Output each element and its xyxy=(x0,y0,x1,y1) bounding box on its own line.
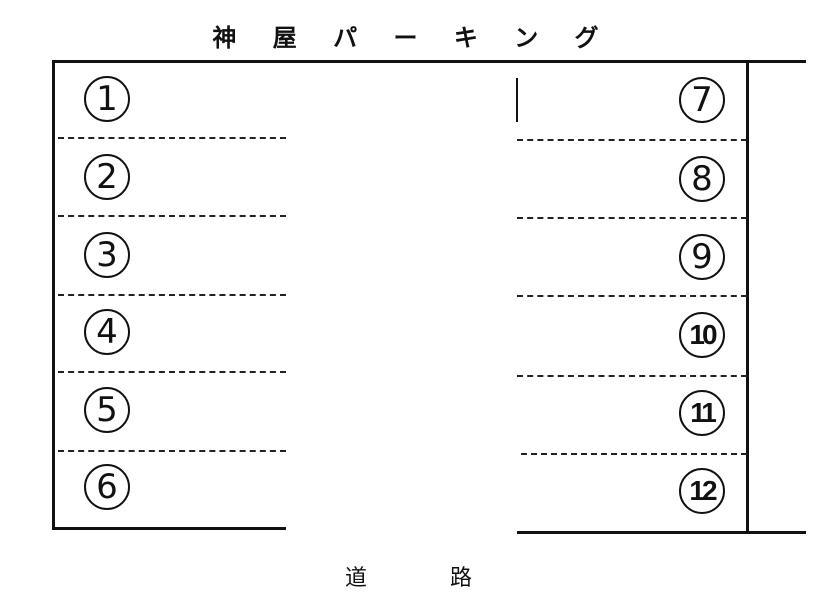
space-number: 4 xyxy=(96,312,118,352)
space-divider xyxy=(58,450,286,452)
parking-space-8[interactable]: 8 xyxy=(679,156,725,202)
parking-space-2[interactable]: 2 xyxy=(84,154,130,200)
left-boundary-line xyxy=(52,60,55,530)
left-bottom-line xyxy=(52,527,286,530)
parking-space-9[interactable]: 9 xyxy=(679,234,725,280)
space-divider xyxy=(58,294,286,296)
parking-title: 神 屋 パ ー キ ン グ xyxy=(212,24,613,52)
space-number: 8 xyxy=(691,159,713,199)
parking-space-11[interactable]: 11 xyxy=(679,390,725,436)
space-divider xyxy=(517,217,747,219)
space-divider xyxy=(58,371,286,373)
road-label: 道 路 xyxy=(345,566,510,591)
entrance-marker xyxy=(516,78,518,122)
space-number: 6 xyxy=(96,467,118,507)
space-divider xyxy=(517,295,747,297)
parking-space-6[interactable]: 6 xyxy=(84,464,130,510)
space-number: 12 xyxy=(689,475,717,506)
space-number: 2 xyxy=(96,157,118,197)
space-divider xyxy=(58,137,286,139)
space-divider xyxy=(58,215,286,217)
space-number: 1 xyxy=(96,79,118,119)
space-number: 10 xyxy=(689,319,717,350)
parking-space-4[interactable]: 4 xyxy=(84,309,130,355)
space-number: 5 xyxy=(96,390,118,430)
space-number: 3 xyxy=(96,235,118,275)
parking-space-1[interactable]: 1 xyxy=(84,76,130,122)
right-bottom-line xyxy=(517,531,806,534)
space-divider xyxy=(517,139,747,141)
top-boundary-line xyxy=(53,60,806,63)
parking-space-3[interactable]: 3 xyxy=(84,232,130,278)
space-divider xyxy=(517,375,747,377)
space-number: 11 xyxy=(690,397,717,428)
parking-space-10[interactable]: 10 xyxy=(679,312,725,358)
parking-space-5[interactable]: 5 xyxy=(84,387,130,433)
space-number: 7 xyxy=(691,80,713,120)
space-divider xyxy=(521,453,747,455)
parking-space-7[interactable]: 7 xyxy=(679,77,725,123)
space-number: 9 xyxy=(691,237,713,277)
right-boundary-line xyxy=(746,60,749,533)
parking-space-12[interactable]: 12 xyxy=(679,468,725,514)
